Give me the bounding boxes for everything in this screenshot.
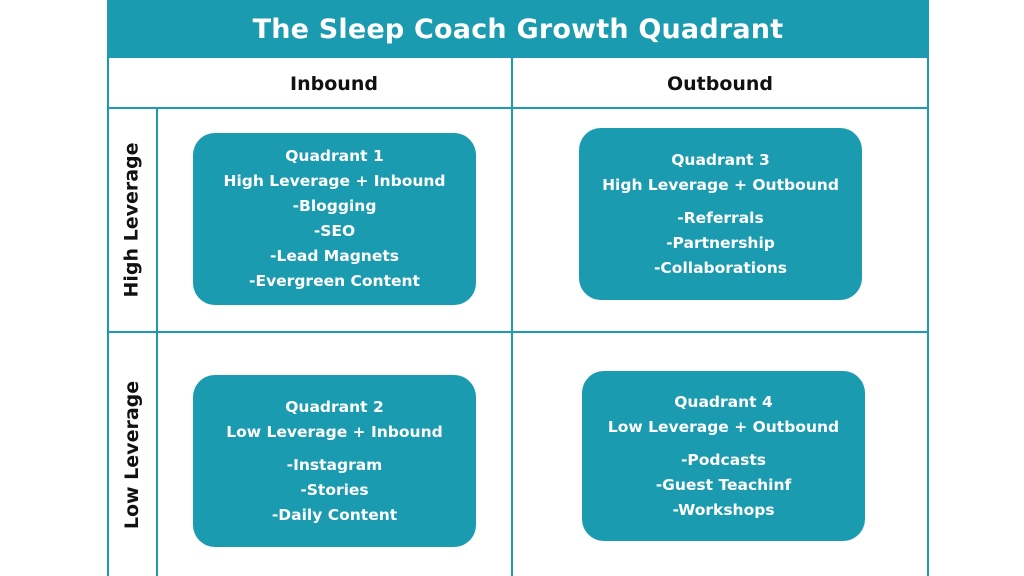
quadrant-4-subheading: Low Leverage + Outbound	[607, 417, 840, 436]
list-item: -Blogging	[292, 197, 377, 215]
row-header-high-leverage: High Leverage	[107, 109, 157, 331]
list-item: -Daily Content	[271, 505, 398, 524]
quadrant-1-heading: Quadrant 1	[285, 147, 384, 165]
quadrant-3-subheading: High Leverage + Outbound	[602, 175, 839, 194]
quadrant-2-heading: Quadrant 2	[285, 397, 384, 416]
list-item: -Workshops	[672, 500, 775, 519]
list-item: -Collaborations	[653, 258, 788, 277]
row-header-low-leverage-label: Low Leverage	[121, 380, 143, 529]
quadrant-2-subheading: Low Leverage + Inbound	[226, 422, 443, 441]
quadrant-4-heading: Quadrant 4	[674, 392, 773, 411]
list-item: -Guest Teachinf	[655, 475, 792, 494]
quadrant-frame	[107, 0, 929, 576]
quadrant-2-box: Quadrant 2 Low Leverage + Inbound -Insta…	[193, 375, 476, 547]
column-divider	[511, 58, 513, 576]
diagram-title: The Sleep Coach Growth Quadrant	[107, 0, 929, 58]
column-header-inbound: Inbound	[157, 60, 511, 108]
diagram-title-text: The Sleep Coach Growth Quadrant	[252, 13, 784, 45]
quadrant-1-box: Quadrant 1 High Leverage + Inbound -Blog…	[193, 133, 476, 305]
column-header-outbound-label: Outbound	[666, 73, 774, 95]
header-divider	[107, 107, 929, 109]
quadrant-1-subheading: High Leverage + Inbound	[223, 172, 446, 190]
quadrant-4-box: Quadrant 4 Low Leverage + Outbound -Podc…	[582, 371, 865, 541]
quadrant-3-heading: Quadrant 3	[671, 150, 770, 169]
row-header-divider	[156, 108, 158, 576]
list-item: -Podcasts	[680, 450, 767, 469]
row-header-low-leverage: Low Leverage	[107, 333, 157, 576]
quadrant-3-box: Quadrant 3 High Leverage + Outbound -Ref…	[579, 128, 862, 300]
row-divider	[107, 331, 929, 333]
list-item: -SEO	[313, 222, 356, 240]
list-item: -Instagram	[286, 455, 383, 474]
list-item: -Evergreen Content	[249, 272, 420, 290]
row-header-high-leverage-label: High Leverage	[121, 142, 144, 298]
column-header-outbound: Outbound	[513, 60, 927, 108]
list-item: -Partnership	[666, 233, 775, 252]
list-item: -Stories	[300, 480, 369, 499]
list-item: -Referrals	[677, 208, 764, 227]
list-item: -Lead Magnets	[270, 247, 399, 265]
column-header-inbound-label: Inbound	[290, 73, 378, 95]
